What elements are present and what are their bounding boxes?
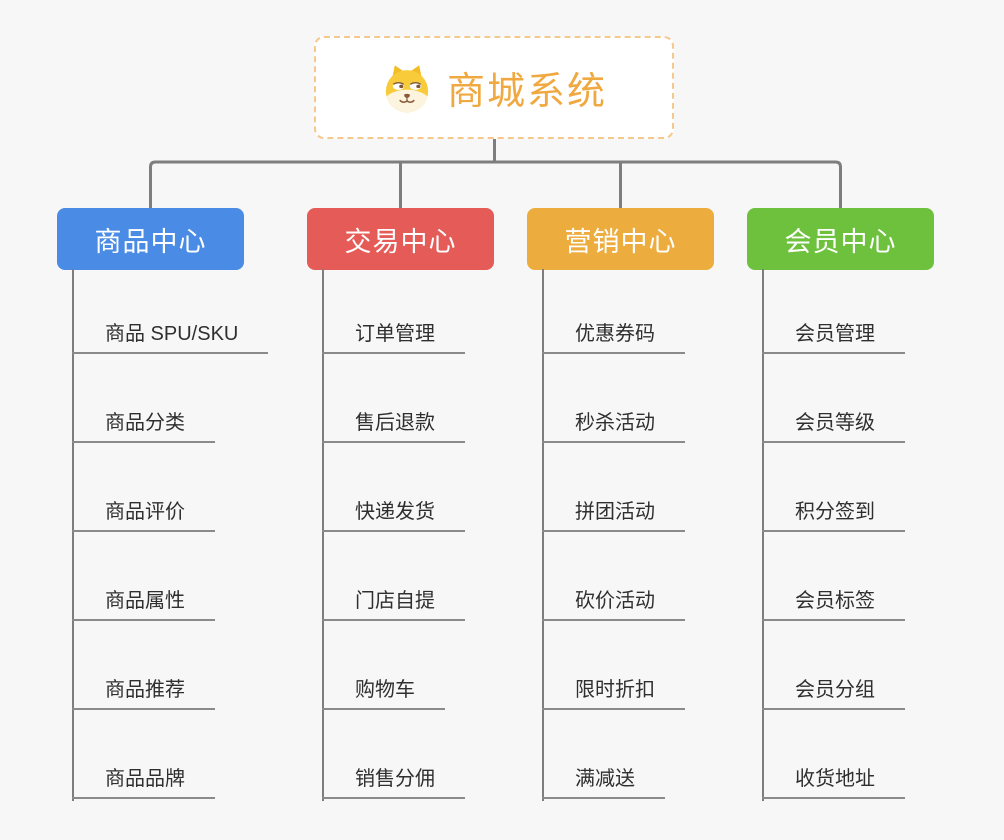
child-node[interactable]: 商品分类 bbox=[72, 406, 215, 443]
child-node[interactable]: 收货地址 bbox=[762, 762, 905, 799]
child-node[interactable]: 购物车 bbox=[322, 673, 445, 710]
child-node[interactable]: 优惠券码 bbox=[542, 317, 685, 354]
root-node[interactable]: 商城系统 bbox=[314, 36, 674, 139]
branch-node-member-center[interactable]: 会员中心 bbox=[747, 208, 934, 270]
branch-node-product-center[interactable]: 商品中心 bbox=[57, 208, 244, 270]
branch-node-marketing-center[interactable]: 营销中心 bbox=[527, 208, 714, 270]
child-trunk-line bbox=[72, 269, 74, 801]
child-trunk-line bbox=[762, 269, 764, 801]
child-node[interactable]: 限时折扣 bbox=[542, 673, 685, 710]
child-node[interactable]: 会员等级 bbox=[762, 406, 905, 443]
branch-node-label: 交易中心 bbox=[344, 226, 457, 257]
child-column-trade-center: 订单管理 售后退款 快递发货 门店自提 购物车 销售分佣 bbox=[322, 265, 562, 799]
child-node[interactable]: 秒杀活动 bbox=[542, 406, 685, 443]
child-node[interactable]: 商品 SPU/SKU bbox=[72, 317, 269, 354]
child-node[interactable]: 拼团活动 bbox=[542, 495, 685, 532]
child-node[interactable]: 砍价活动 bbox=[542, 584, 685, 621]
branch-node-label: 商品中心 bbox=[94, 226, 207, 257]
child-node[interactable]: 会员分组 bbox=[762, 673, 905, 710]
root-node-label: 商城系统 bbox=[446, 71, 607, 113]
branch-node-label: 营销中心 bbox=[564, 226, 677, 257]
child-node[interactable]: 商品属性 bbox=[72, 584, 215, 621]
child-node[interactable]: 订单管理 bbox=[322, 317, 465, 354]
doge-icon bbox=[385, 64, 429, 112]
child-node[interactable]: 积分签到 bbox=[762, 495, 905, 532]
branch-node-label: 会员中心 bbox=[784, 226, 897, 257]
child-node[interactable]: 会员管理 bbox=[762, 317, 905, 354]
child-column-member-center: 会员管理 会员等级 积分签到 会员标签 会员分组 收货地址 bbox=[762, 265, 1002, 799]
child-node[interactable]: 快递发货 bbox=[322, 495, 465, 532]
child-node[interactable]: 门店自提 bbox=[322, 584, 465, 621]
child-column-marketing-center: 优惠券码 秒杀活动 拼团活动 砍价活动 限时折扣 满减送 bbox=[542, 265, 782, 799]
child-node[interactable]: 商品品牌 bbox=[72, 762, 215, 799]
child-node[interactable]: 商品推荐 bbox=[72, 673, 215, 710]
branch-node-trade-center[interactable]: 交易中心 bbox=[307, 208, 494, 270]
branch-bus-line bbox=[149, 160, 842, 208]
child-node[interactable]: 售后退款 bbox=[322, 406, 465, 443]
child-node[interactable]: 销售分佣 bbox=[322, 762, 465, 799]
child-column-product-center: 商品 SPU/SKU 商品分类 商品评价 商品属性 商品推荐 商品品牌 bbox=[72, 265, 312, 799]
child-node[interactable]: 满减送 bbox=[542, 762, 665, 799]
child-trunk-line bbox=[542, 269, 544, 801]
child-node[interactable]: 商品评价 bbox=[72, 495, 215, 532]
child-trunk-line bbox=[322, 269, 324, 801]
child-node[interactable]: 会员标签 bbox=[762, 584, 905, 621]
